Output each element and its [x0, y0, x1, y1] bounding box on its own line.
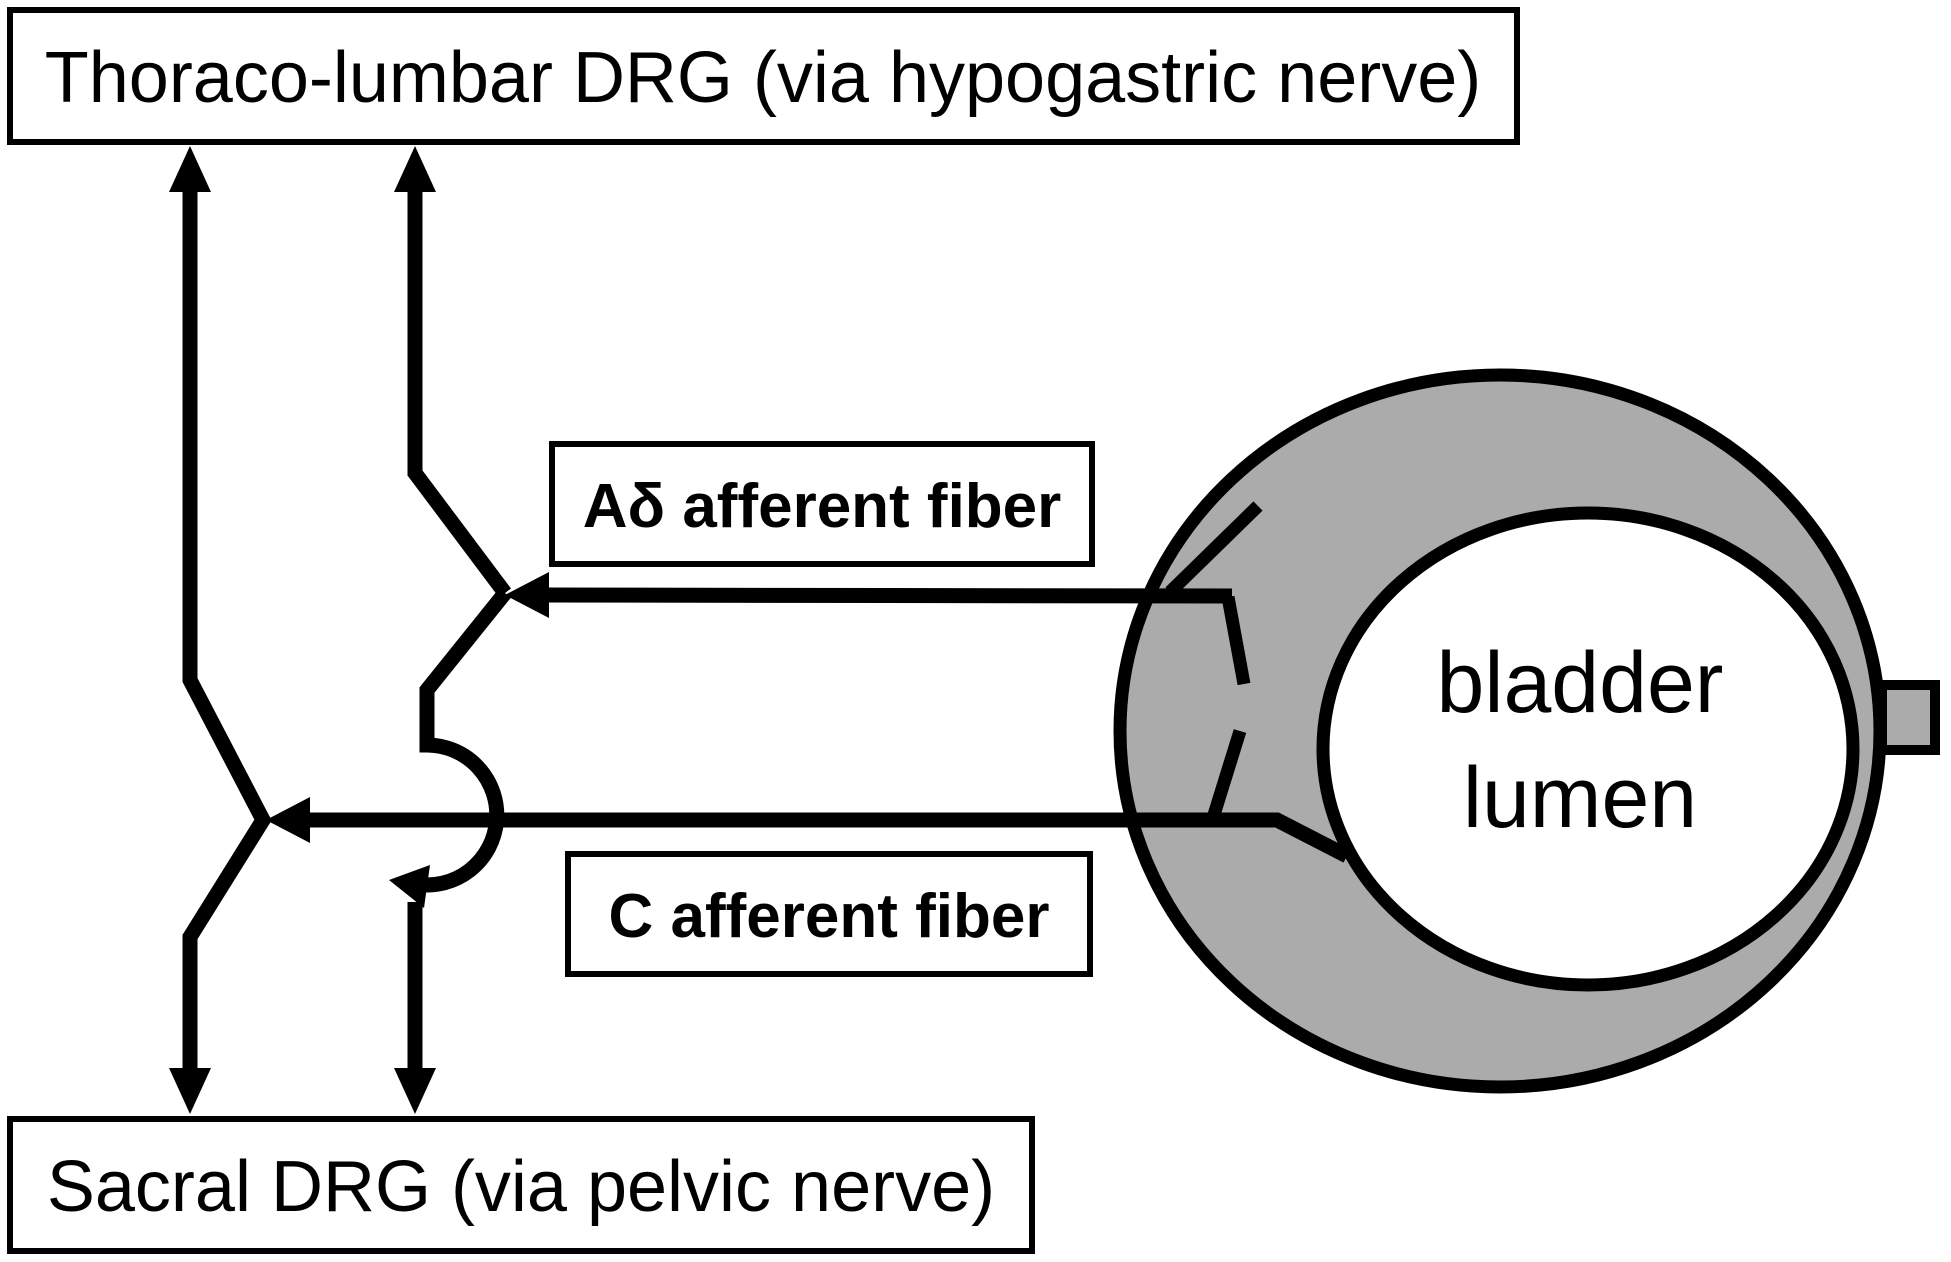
adelta-terminal-lower-branch: [1221, 595, 1251, 686]
urethra-stub: [1877, 680, 1940, 755]
c-fiber-group: [266, 797, 1351, 863]
c-fiber-arrowhead: [266, 797, 310, 843]
adelta-fiber-arrowhead: [505, 572, 549, 618]
bladder-lumen-label-line2: lumen: [1463, 750, 1697, 846]
left-pathway-line: [182, 186, 272, 1072]
adelta-label-group: Aδ afferent fiber: [549, 441, 1095, 567]
crossing-arc-line: [413, 588, 511, 893]
adelta-label: Aδ afferent fiber: [583, 472, 1062, 541]
bladder-group: bladder lumen: [1113, 368, 1940, 1094]
c-fiber-muscle-branch: [1206, 729, 1247, 820]
left-pathway-up-arrowhead: [169, 146, 211, 192]
right-pathway-up-arrowhead: [394, 146, 436, 192]
thoracolumbar-drg-box: [7, 7, 1520, 145]
adelta-terminal-upper-branch: [1165, 501, 1263, 597]
bladder-lumen-label-line1: bladder: [1437, 635, 1724, 731]
thoracolumbar-drg-label: Thoraco-lumbar DRG (via hypogastric nerv…: [45, 38, 1481, 118]
thoracolumbar-drg-group: Thoraco-lumbar DRG (via hypogastric nerv…: [7, 7, 1520, 145]
adelta-label-box: [549, 441, 1095, 567]
c-fiber-line: [300, 812, 1351, 863]
left-pathway-group: [169, 146, 272, 1114]
sacral-drg-group: Sacral DRG (via pelvic nerve): [7, 1116, 1035, 1254]
adelta-fiber-group: [505, 572, 1233, 618]
fiber-terminals-group: [1165, 501, 1263, 820]
left-pathway-down-arrowhead: [169, 1068, 211, 1114]
right-pathway-down-arrowhead: [394, 1068, 436, 1114]
c-fiber-label-group: C afferent fiber: [565, 851, 1093, 977]
adelta-fiber-line: [539, 587, 1233, 604]
right-pathway-upper-line: [407, 186, 511, 598]
sacral-drg-label: Sacral DRG (via pelvic nerve): [47, 1147, 995, 1227]
bladder-lumen-ellipse: [1316, 506, 1860, 992]
c-fiber-label: C afferent fiber: [609, 882, 1050, 951]
crossing-arc-arrowhead: [389, 865, 430, 908]
c-fiber-label-box: [565, 851, 1093, 977]
right-pathway-lower-group: [394, 902, 436, 1114]
right-pathway-crossing-group: [389, 588, 511, 908]
sacral-drg-box: [7, 1116, 1035, 1254]
right-pathway-upper-group: [394, 146, 511, 598]
